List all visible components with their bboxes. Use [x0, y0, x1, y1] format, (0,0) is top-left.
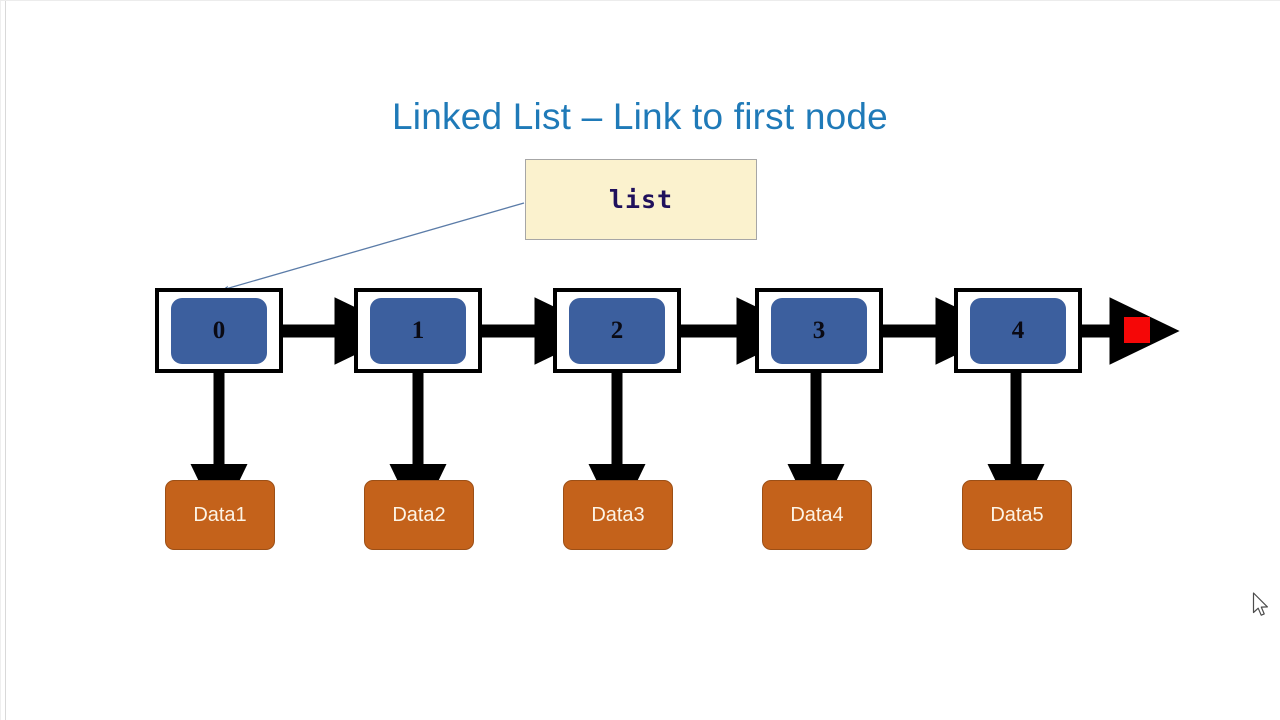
node-index-label: 0	[212, 316, 226, 344]
data-box-label: Data1	[193, 503, 247, 526]
page-edge-inner	[5, 0, 6, 720]
data-box-label: Data2	[392, 503, 446, 526]
node-index-label: 3	[812, 316, 826, 344]
data-pointer-arrows	[190, 366, 1045, 524]
node-index-label: 1	[411, 316, 425, 344]
node-inner-4: 4	[970, 297, 1066, 364]
data-box-label: Data3	[591, 503, 645, 526]
node-inner-0: 0	[171, 297, 267, 364]
data-box-3[interactable]: Data4	[762, 480, 872, 550]
node-index-label: 2	[610, 316, 624, 344]
data-box-0[interactable]: Data1	[165, 480, 275, 550]
node-box-0[interactable]: 0	[155, 288, 283, 373]
node-box-2[interactable]: 2	[553, 288, 681, 373]
node-index-label: 4	[1011, 316, 1025, 344]
mouse-pointer-icon	[1252, 592, 1268, 616]
data-box-4[interactable]: Data5	[962, 480, 1072, 550]
node-inner-3: 3	[771, 297, 867, 364]
data-box-1[interactable]: Data2	[364, 480, 474, 550]
data-box-label: Data5	[990, 503, 1044, 526]
page-edge-outer	[0, 0, 1, 720]
data-box-label: Data4	[790, 503, 844, 526]
page-title: Linked List – Link to first node	[392, 96, 888, 137]
null-terminator-marker	[1124, 317, 1150, 343]
node-box-1[interactable]: 1	[354, 288, 482, 373]
node-inner-2: 2	[569, 297, 665, 364]
node-box-3[interactable]: 3	[755, 288, 883, 373]
list-pointer-label: list	[608, 185, 674, 214]
list-pointer-arrow	[221, 202, 525, 291]
node-inner-1: 1	[370, 297, 466, 364]
list-pointer-box: list	[525, 159, 757, 240]
data-box-2[interactable]: Data3	[563, 480, 673, 550]
page-edge-top	[0, 0, 1280, 1]
node-box-4[interactable]: 4	[954, 288, 1082, 373]
